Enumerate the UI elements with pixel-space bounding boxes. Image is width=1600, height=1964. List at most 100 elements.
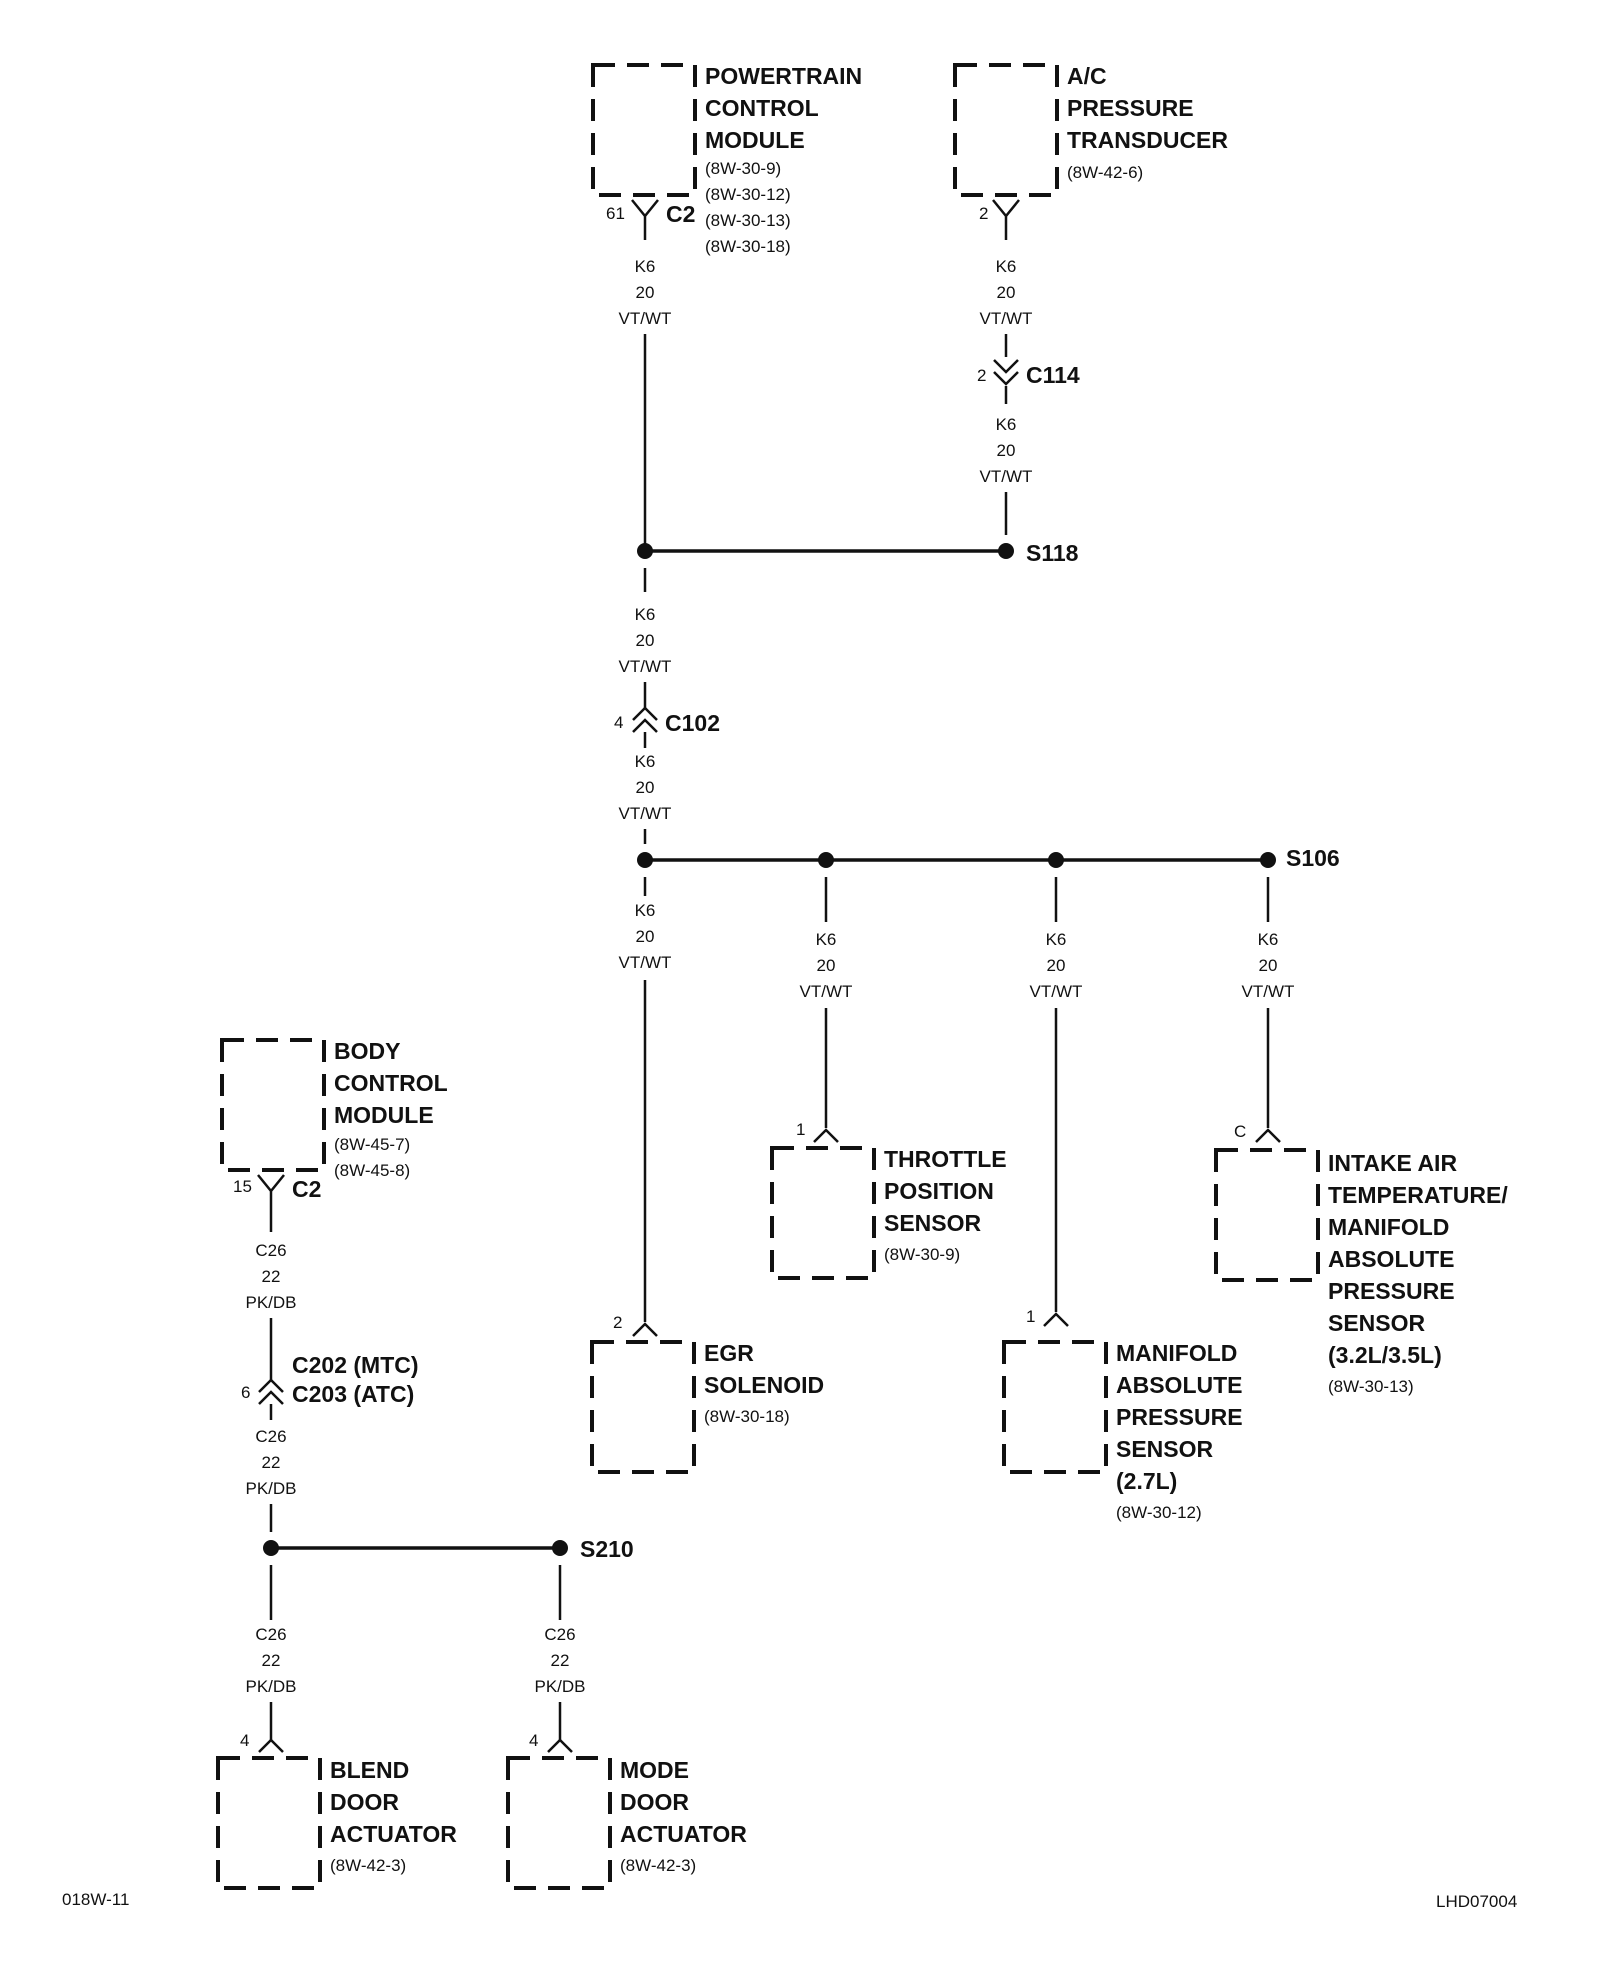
wire-label-k6-2c: VT/WT: [980, 309, 1033, 328]
pcm-terminal-icon: [631, 199, 659, 240]
wire-label-k6-8b: 20: [1047, 956, 1066, 975]
wire-label-c26-3a: C26: [255, 1625, 286, 1644]
wire-label-k6-7a: K6: [816, 930, 837, 949]
bcm-name-1: BODY: [334, 1038, 400, 1064]
bcm-terminal-icon: [257, 1174, 285, 1215]
bcm-box: [220, 1038, 326, 1172]
bcm-ref-2: (8W-45-8): [334, 1161, 410, 1180]
iat-name-1: INTAKE AIR: [1328, 1150, 1457, 1176]
splice-label-s118: S118: [1026, 540, 1079, 566]
iat-name-3: MANIFOLD: [1328, 1214, 1449, 1240]
c114-connector: 2 C114: [977, 359, 1080, 388]
wire-label-k6-9c: VT/WT: [1242, 982, 1295, 1001]
tps-name-1: THROTTLE: [884, 1146, 1007, 1172]
mode-terminal-icon: [547, 1738, 573, 1753]
wire-label-c26-4a: C26: [544, 1625, 575, 1644]
wire-label-k6-4a: K6: [635, 605, 656, 624]
blend-door-component: 4 BLEND DOOR ACTUATOR (8W-42-3): [216, 1731, 457, 1890]
wire-label-k6-1c: VT/WT: [619, 309, 672, 328]
map-name-1: MANIFOLD: [1116, 1340, 1237, 1366]
iat-ref-1: (8W-30-13): [1328, 1377, 1414, 1396]
c102-inline-icon: [632, 706, 658, 733]
iat-map-component: C INTAKE AIR TEMPERATURE/ MANIFOLD ABSOL…: [1214, 1122, 1508, 1396]
blend-pin: 4: [240, 1731, 249, 1750]
blend-name-2: DOOR: [330, 1789, 399, 1815]
wire-label-c26-1c: PK/DB: [245, 1293, 296, 1312]
wire-label-k6-5b: 20: [636, 778, 655, 797]
wire-label-k6-1a: K6: [635, 257, 656, 276]
wire-label-k6-9a: K6: [1258, 930, 1279, 949]
bcm-pin: 15: [233, 1177, 252, 1196]
mode-ref-1: (8W-42-3): [620, 1856, 696, 1875]
c114-inline-icon: [993, 359, 1019, 386]
map-pin: 1: [1026, 1307, 1035, 1326]
splice-dot-s106-1: [637, 852, 653, 868]
wire-label-k6-2b: 20: [997, 283, 1016, 302]
pcm-name-1: POWERTRAIN: [705, 63, 862, 89]
wire-label-k6-6a: K6: [635, 901, 656, 920]
map-component: 1 MANIFOLD ABSOLUTE PRESSURE SENSOR (2.7…: [1002, 1307, 1243, 1522]
c102-pin: 4: [614, 713, 623, 732]
tps-name-3: SENSOR: [884, 1210, 982, 1236]
wire-label-k6-5a: K6: [635, 752, 656, 771]
iat-name-4: ABSOLUTE: [1328, 1246, 1455, 1272]
splice-dot-s106-4: [1260, 852, 1276, 868]
tps-component: 1 THROTTLE POSITION SENSOR (8W-30-9): [770, 1120, 1007, 1280]
bcm-component: BODY CONTROL MODULE (8W-45-7) (8W-45-8) …: [220, 1038, 448, 1215]
ac-transducer-box: [953, 63, 1059, 197]
wire-label-k6-7b: 20: [817, 956, 836, 975]
mode-door-component: 4 MODE DOOR ACTUATOR (8W-42-3): [506, 1731, 747, 1890]
wire-label-k6-6c: VT/WT: [619, 953, 672, 972]
map-ref-1: (8W-30-12): [1116, 1503, 1202, 1522]
c203-label: C203 (ATC): [292, 1381, 414, 1407]
pcm-ref-3: (8W-30-13): [705, 211, 791, 230]
splice-dot-s106-2: [818, 852, 834, 868]
egr-pin: 2: [613, 1313, 622, 1332]
tps-terminal-icon: [813, 1128, 839, 1143]
c102-label: C102: [665, 710, 720, 736]
ac-ref-1: (8W-42-6): [1067, 163, 1143, 182]
footer-left-code: 018W-11: [62, 1890, 129, 1909]
iat-name-6: SENSOR: [1328, 1310, 1426, 1336]
wire-label-k6-1b: 20: [636, 283, 655, 302]
pcm-name-3: MODULE: [705, 127, 805, 153]
splice-dot-s210-right: [552, 1540, 568, 1556]
map-name-5: (2.7L): [1116, 1468, 1177, 1494]
wire-label-k6-4b: 20: [636, 631, 655, 650]
blend-ref-1: (8W-42-3): [330, 1856, 406, 1875]
ac-pin: 2: [979, 204, 988, 223]
ac-name-1: A/C: [1067, 63, 1107, 89]
c102-connector: 4 C102: [614, 706, 720, 736]
iat-terminal-icon: [1255, 1128, 1281, 1143]
blend-name-3: ACTUATOR: [330, 1821, 457, 1847]
tps-pin: 1: [796, 1120, 805, 1139]
c114-label: C114: [1026, 362, 1080, 388]
wire-label-k6-2a: K6: [996, 257, 1017, 276]
map-name-4: SENSOR: [1116, 1436, 1214, 1462]
wire-label-c26-2b: 22: [262, 1453, 281, 1472]
wire-label-k6-7c: VT/WT: [800, 982, 853, 1001]
wire-label-k6-9b: 20: [1259, 956, 1278, 975]
pcm-ref-1: (8W-30-9): [705, 159, 781, 178]
pcm-pin: 61: [606, 204, 625, 223]
c202-pin: 6: [241, 1383, 250, 1402]
egr-name-2: SOLENOID: [704, 1372, 824, 1398]
wire-label-k6-6b: 20: [636, 927, 655, 946]
ac-name-2: PRESSURE: [1067, 95, 1194, 121]
splice-dot-s106-3: [1048, 852, 1064, 868]
egr-ref-1: (8W-30-18): [704, 1407, 790, 1426]
blend-box: [216, 1756, 322, 1890]
wire-label-c26-4c: PK/DB: [534, 1677, 585, 1696]
c202-label: C202 (MTC): [292, 1352, 419, 1378]
iat-box: [1214, 1148, 1320, 1282]
splice-dot-s118-right: [998, 543, 1014, 559]
bcm-connector: C2: [292, 1176, 321, 1202]
pcm-component: POWERTRAIN CONTROL MODULE (8W-30-9) (8W-…: [591, 63, 862, 256]
mode-name-2: DOOR: [620, 1789, 689, 1815]
wire-label-k6-5c: VT/WT: [619, 804, 672, 823]
wire-label-k6-4c: VT/WT: [619, 657, 672, 676]
iat-name-7: (3.2L/3.5L): [1328, 1342, 1442, 1368]
ac-transducer-component: A/C PRESSURE TRANSDUCER (8W-42-6) 2: [953, 63, 1228, 240]
pcm-name-2: CONTROL: [705, 95, 819, 121]
